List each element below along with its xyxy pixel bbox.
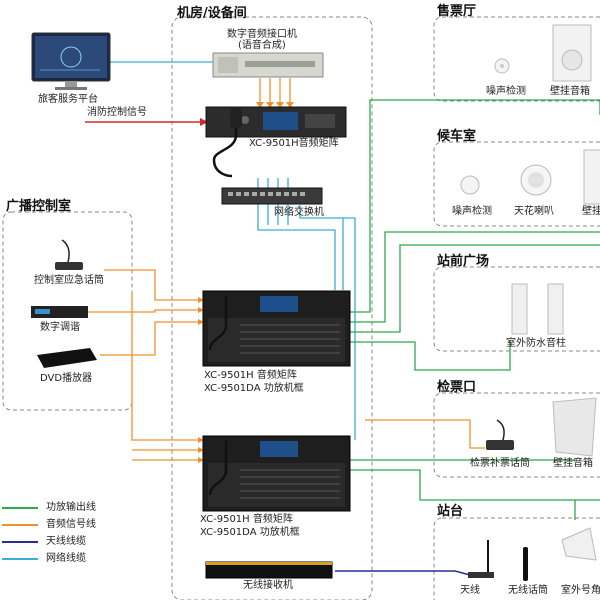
ticket-hall-frame bbox=[433, 16, 600, 102]
arrow-head bbox=[266, 102, 274, 108]
station-square-title: 站前广场 bbox=[437, 254, 490, 269]
arrow-head bbox=[276, 102, 284, 108]
ticket-hall-item-noise: 噪声检测 bbox=[486, 86, 526, 97]
rack2-label-1: XC-9501H 音频矩阵 bbox=[200, 514, 293, 525]
amplifier-rack-icon bbox=[202, 435, 351, 512]
rack1-label-2: XC-9501DA 功放机框 bbox=[204, 383, 304, 394]
broadcast-room-title: 广播控制室 bbox=[6, 199, 72, 214]
ticket-gate-frame bbox=[433, 392, 600, 478]
dvd-player-icon bbox=[37, 348, 97, 368]
waiting-room-title: 候车室 bbox=[437, 129, 477, 144]
arrow-head bbox=[198, 297, 204, 303]
ticket-hall-item-speaker: 壁挂音箱 bbox=[550, 86, 590, 97]
noise-sensor-icon bbox=[460, 175, 480, 195]
wireless-receiver-label: 无线接收机 bbox=[243, 580, 293, 591]
dvd-label: DVD播放器 bbox=[40, 373, 93, 384]
station-square-item-column: 室外防水音柱 bbox=[506, 338, 566, 349]
matrix-top-label: XC-9501H音频矩阵 bbox=[249, 138, 339, 149]
horn-speaker-icon bbox=[561, 527, 597, 561]
machine-room-frame bbox=[171, 16, 373, 600]
column-speaker-icon bbox=[547, 283, 564, 335]
platform-item-horn: 室外号角 bbox=[561, 585, 600, 596]
amplifier-rack-icon bbox=[202, 290, 351, 367]
fire-signal-arrowhead bbox=[200, 118, 208, 126]
rack1-label-1: XC-9501H 音频矩阵 bbox=[204, 370, 297, 381]
arrow-head bbox=[256, 102, 264, 108]
arrow-head bbox=[198, 457, 204, 463]
waiting-room-frame bbox=[433, 141, 600, 227]
antenna-icon bbox=[468, 540, 494, 578]
digital-tuner-icon bbox=[31, 306, 88, 318]
legend-label-amp-output: 功放输出线 bbox=[46, 502, 96, 513]
legend-label-antenna: 天线线缆 bbox=[46, 536, 86, 547]
wall-speaker-icon bbox=[583, 149, 600, 205]
column-speaker-icon bbox=[511, 283, 528, 335]
rack2-label-2: XC-9501DA 功放机框 bbox=[200, 527, 300, 538]
platform-frame bbox=[433, 517, 600, 600]
platform-item-antenna: 天线 bbox=[460, 585, 480, 596]
passenger-platform-label: 旅客服务平台 bbox=[38, 94, 98, 105]
wall-speaker-icon bbox=[552, 397, 597, 457]
ticket-hall-title: 售票厅 bbox=[437, 4, 477, 19]
platform-item-wireless-mic: 无线话筒 bbox=[508, 585, 548, 596]
wireless-mic-icon bbox=[523, 547, 528, 581]
audio-signal-lines bbox=[88, 78, 485, 461]
fire-signal-label: 消防控制信号 bbox=[87, 107, 147, 118]
tuner-label: 数字调谐 bbox=[40, 322, 80, 333]
arrow-head bbox=[198, 319, 204, 325]
amp-output-lines bbox=[350, 99, 600, 520]
arrow-head bbox=[286, 102, 294, 108]
noise-sensor-dot bbox=[500, 64, 504, 68]
audio-interface-device-icon bbox=[212, 52, 324, 78]
desk-mic-icon bbox=[486, 419, 514, 450]
antenna-line bbox=[335, 570, 471, 576]
network-switch-label: 网络交换机 bbox=[274, 207, 324, 218]
arrow-head bbox=[198, 437, 204, 443]
monitor-icon bbox=[31, 32, 111, 90]
network-switch-icon bbox=[221, 187, 323, 205]
machine-room-title: 机房/设备间 bbox=[177, 6, 247, 21]
audio-interface-label-2: (语音合成) bbox=[238, 40, 286, 51]
speaker-cone bbox=[561, 49, 583, 71]
waiting-room-item-wall: 壁挂 bbox=[582, 206, 600, 217]
platform-title: 站台 bbox=[437, 504, 464, 519]
broadcast-room-frame bbox=[2, 211, 133, 411]
emergency-mic-label: 控制室应急话筒 bbox=[34, 275, 104, 286]
arrow-head bbox=[198, 307, 204, 313]
arrow-head bbox=[198, 447, 204, 453]
ticket-gate-title: 检票口 bbox=[437, 380, 477, 395]
ticket-gate-item-mic: 检票补票话筒 bbox=[470, 458, 530, 469]
audio-interface-label-1: 数字音频接口机 bbox=[227, 29, 297, 40]
gooseneck-mic-icon bbox=[55, 239, 83, 270]
wireless-receiver-icon bbox=[205, 561, 333, 579]
ticket-gate-item-speaker: 壁挂音箱 bbox=[553, 458, 593, 469]
station-square-frame bbox=[433, 266, 600, 352]
ceiling-speaker-cone bbox=[528, 172, 544, 188]
waiting-room-item-ceiling: 天花喇叭 bbox=[514, 206, 554, 217]
legend-label-network: 网络线缆 bbox=[46, 553, 86, 564]
waiting-room-item-noise: 噪声检测 bbox=[452, 206, 492, 217]
microphone-icon bbox=[212, 108, 242, 178]
audio-matrix-device-icon bbox=[205, 106, 347, 138]
legend-label-audio-signal: 音频信号线 bbox=[46, 519, 96, 530]
